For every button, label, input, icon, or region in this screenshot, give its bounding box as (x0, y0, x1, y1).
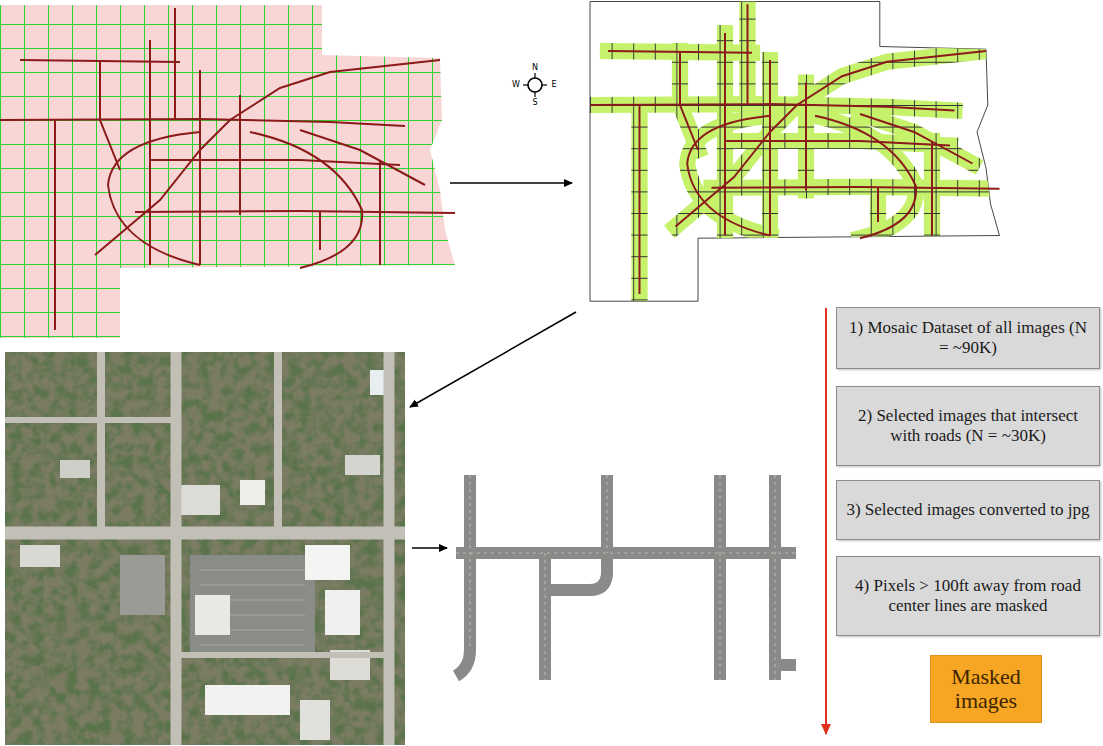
compass-letter: N (532, 64, 538, 72)
building (195, 595, 230, 635)
county-map-grid (0, 0, 460, 345)
parking-lot (190, 555, 315, 655)
step-box: 3) Selected images converted to jpg (836, 480, 1100, 540)
flow-arrow (412, 547, 447, 549)
road-tile-map (590, 0, 1004, 308)
flow-arrow (450, 182, 572, 184)
step-text: 1) Mosaic Dataset of all images (N = ~90… (845, 318, 1091, 358)
tile-grid (0, 0, 460, 345)
photo-ground (5, 352, 405, 745)
building (325, 590, 360, 635)
result-box: Masked images (930, 655, 1042, 723)
road-lines (590, 4, 1000, 294)
tile-edges (590, 0, 1004, 308)
road-lines (0, 8, 455, 330)
compass-ring (528, 78, 542, 92)
step-box: 2) Selected images that intersect with r… (836, 386, 1100, 466)
tree-canopy (5, 352, 405, 745)
building (300, 700, 330, 740)
photo-roads (5, 352, 405, 745)
parking-lot (120, 555, 165, 615)
building (240, 480, 265, 505)
compass-letter: W (512, 81, 520, 89)
step-text: 3) Selected images converted to jpg (846, 500, 1089, 520)
step-box: 1) Mosaic Dataset of all images (N = ~90… (836, 307, 1100, 369)
step-box: 4) Pixels > 100ft away from road center … (836, 556, 1100, 636)
masked-roads (456, 475, 796, 680)
building (205, 685, 290, 715)
building (345, 455, 380, 475)
step-text: 2) Selected images that intersect with r… (845, 406, 1091, 446)
building (305, 545, 350, 580)
compass-letter: E (551, 81, 556, 89)
step-text: 4) Pixels > 100ft away from road center … (845, 576, 1091, 616)
compass-letter: S (532, 99, 537, 107)
compass-rose (523, 73, 547, 97)
aerial-photo (5, 352, 405, 745)
building (20, 545, 60, 567)
building (180, 485, 220, 515)
flow-arrow (410, 312, 576, 407)
process-arrow (825, 308, 827, 734)
step-text: Masked images (937, 665, 1035, 713)
building (60, 460, 90, 478)
